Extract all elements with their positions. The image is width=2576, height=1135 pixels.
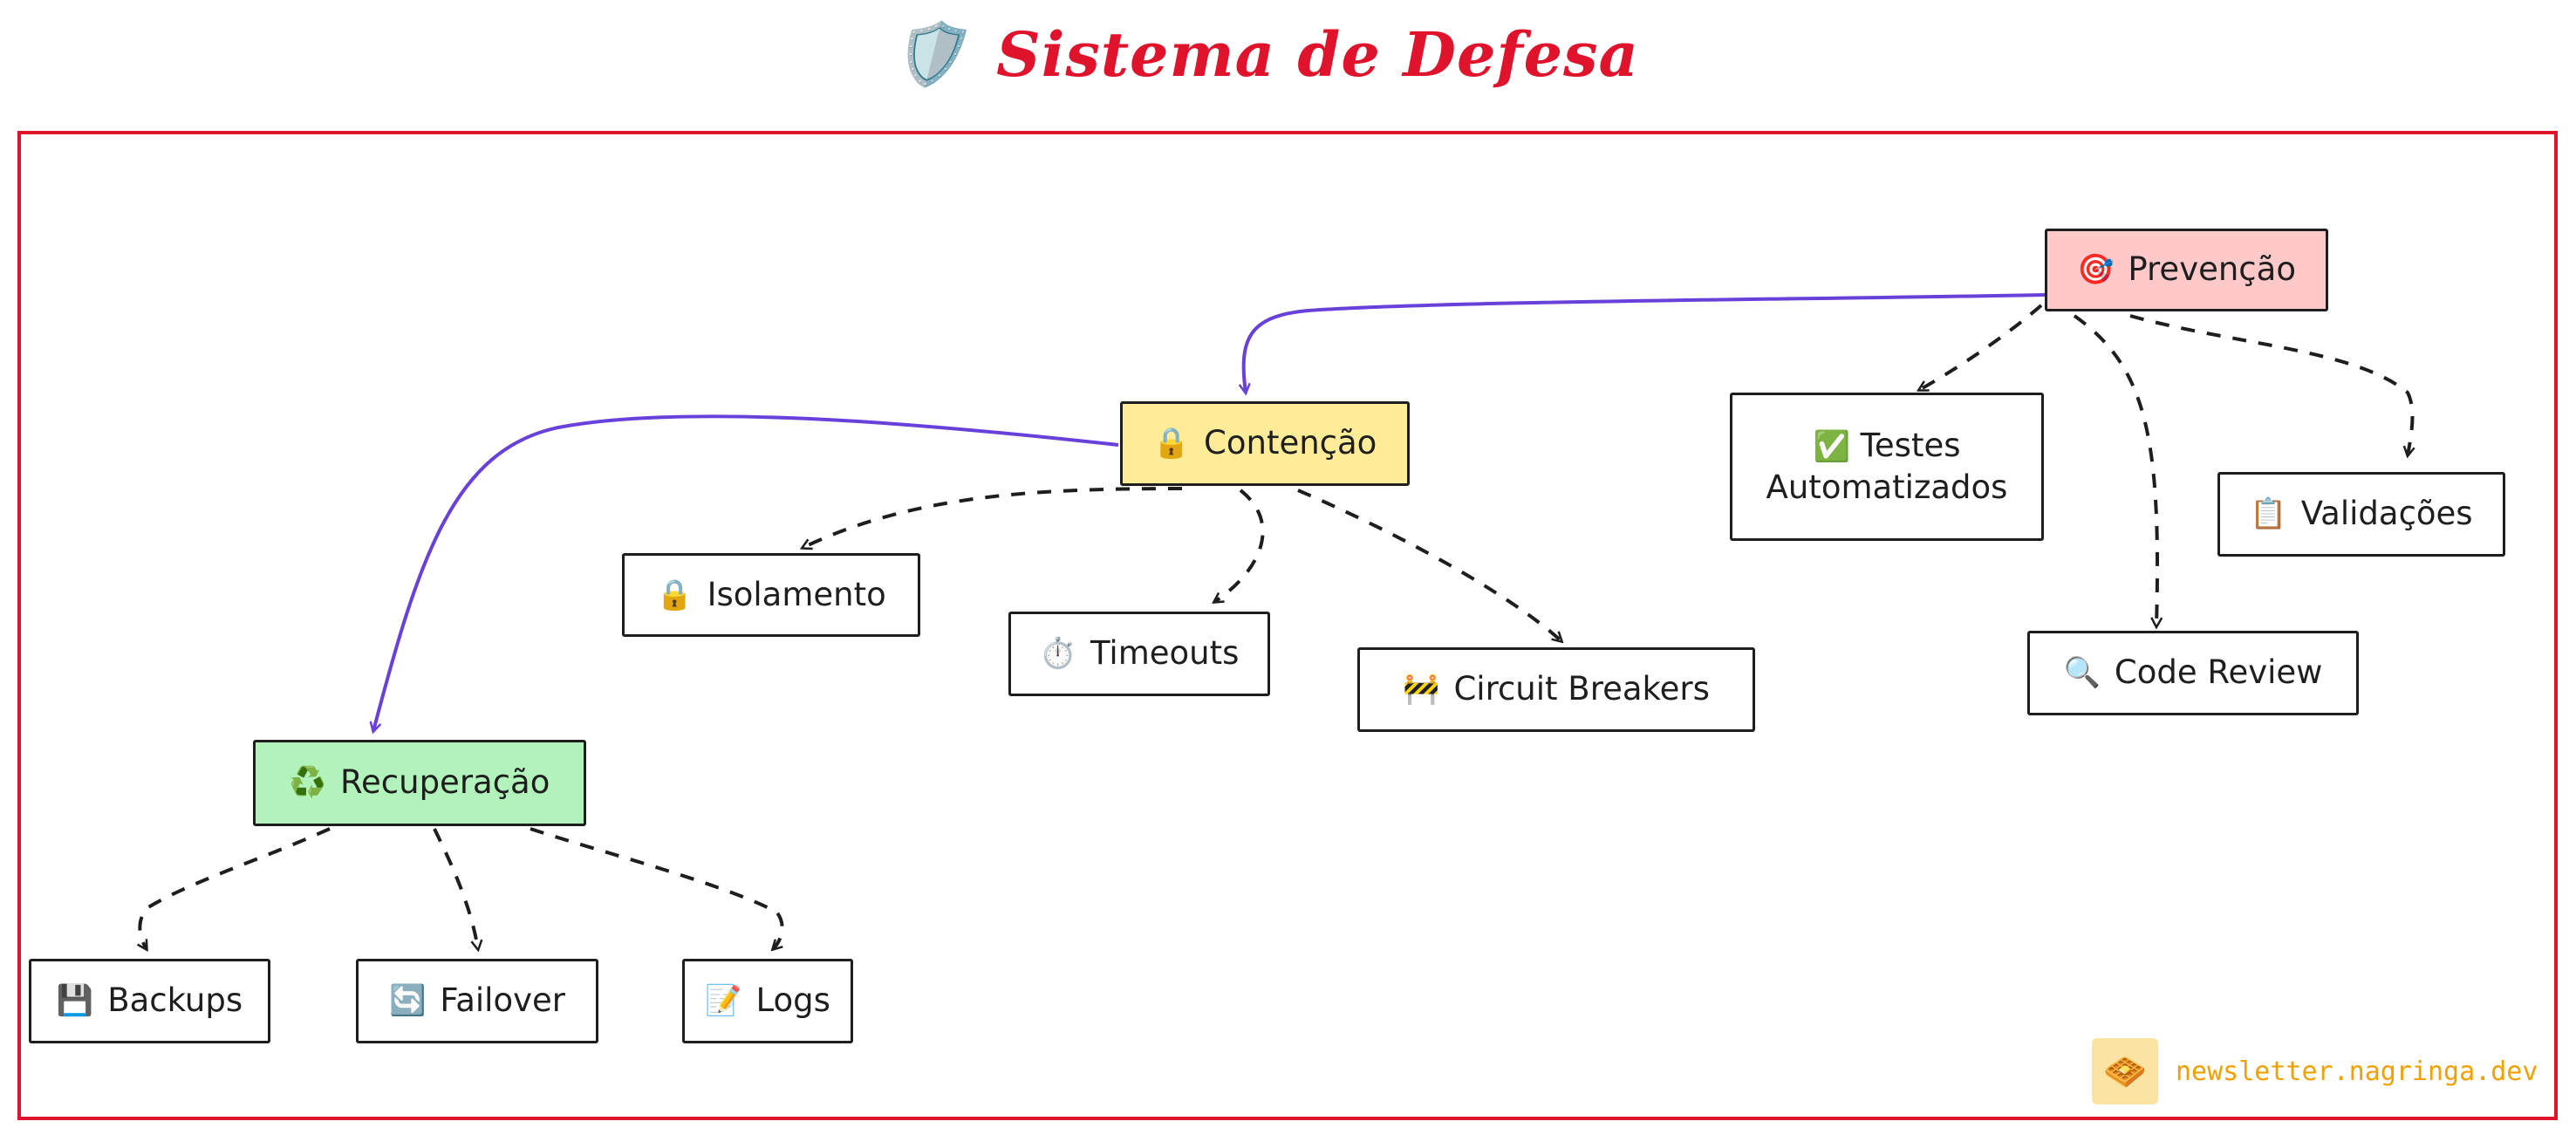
- clipboard-icon: 📋: [2250, 496, 2287, 532]
- edge-contencao-circuit-breakers: [1297, 489, 1561, 641]
- node-testes-automatizados[interactable]: ✅ Testes Automatizados: [1730, 393, 2044, 541]
- node-logs[interactable]: 📝 Logs: [682, 959, 853, 1043]
- node-label: Isolamento: [707, 575, 886, 613]
- node-label: Validações: [2300, 495, 2473, 533]
- node-label: Timeouts: [1090, 634, 1240, 673]
- memo-icon: 📝: [705, 983, 742, 1019]
- node-contencao[interactable]: 🔒 Contenção: [1120, 401, 1410, 486]
- edge-prevencao-contencao: [1244, 293, 2046, 393]
- stopwatch-icon: ⏱️: [1039, 636, 1076, 672]
- node-isolamento[interactable]: 🔒 Isolamento: [622, 553, 920, 637]
- construction-barrier-icon: 🚧: [1403, 672, 1440, 708]
- node-label: Backups: [107, 981, 243, 1020]
- node-recuperacao[interactable]: ♻️ Recuperação: [253, 740, 586, 826]
- node-label: Circuit Breakers: [1453, 670, 1710, 708]
- node-failover[interactable]: 🔄 Failover: [356, 959, 598, 1043]
- edge-prevencao-code-review: [2073, 314, 2157, 626]
- node-label: Recuperação: [339, 763, 550, 802]
- diagram-title: 🛡️ Sistema de Defesa: [890, 10, 1639, 98]
- edge-recuperacao-failover: [433, 828, 478, 949]
- node-code-review[interactable]: 🔍 Code Review: [2027, 631, 2359, 715]
- brand-footer: 🧇 newsletter.nagringa.dev: [2092, 1038, 2538, 1104]
- edge-prevencao-testes: [1919, 304, 2043, 392]
- node-validacoes[interactable]: 📋 Validações: [2217, 472, 2505, 557]
- edge-prevencao-validacoes: [2129, 314, 2412, 455]
- floppy-disk-icon: 💾: [56, 983, 94, 1019]
- node-label: Failover: [440, 981, 565, 1020]
- lock-icon: 🔒: [1152, 426, 1191, 462]
- title-text: Sistema de Defesa: [996, 17, 1639, 91]
- edge-contencao-isolamento: [803, 487, 1183, 548]
- lock-icon: 🔒: [656, 577, 694, 612]
- diagram-frame: [17, 131, 2558, 1120]
- target-icon: 🎯: [2077, 252, 2115, 288]
- node-backups[interactable]: 💾 Backups: [29, 959, 270, 1043]
- node-label: Code Review: [2114, 653, 2323, 692]
- magnifier-icon: 🔍: [2063, 655, 2101, 691]
- edge-recuperacao-backups: [140, 827, 331, 949]
- refresh-icon: 🔄: [389, 983, 427, 1019]
- node-timeouts[interactable]: ⏱️ Timeouts: [1008, 612, 1270, 696]
- node-label: Testes Automatizados: [1766, 426, 2008, 506]
- node-label-with-check-icon: ✅ Testes Automatizados: [1750, 425, 2024, 509]
- node-circuit-breakers[interactable]: 🚧 Circuit Breakers: [1357, 647, 1755, 732]
- node-label: Contenção: [1204, 424, 1377, 462]
- newsletter-logo-icon: 🧇: [2092, 1038, 2158, 1104]
- check-icon: ✅: [1813, 428, 1850, 464]
- recycle-icon: ♻️: [289, 765, 326, 801]
- node-prevencao[interactable]: 🎯 Prevenção: [2045, 229, 2328, 311]
- edge-contencao-recuperacao: [373, 414, 1119, 731]
- node-label: Logs: [755, 981, 830, 1020]
- shield-icon: 🛡️: [890, 17, 967, 90]
- brand-url[interactable]: newsletter.nagringa.dev: [2176, 1056, 2538, 1087]
- node-label: Prevenção: [2128, 250, 2296, 289]
- edge-contencao-timeouts: [1214, 489, 1265, 602]
- edge-recuperacao-logs: [530, 827, 784, 949]
